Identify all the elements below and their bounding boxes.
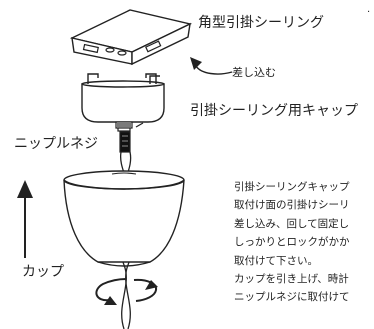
cup-illustration bbox=[63, 170, 185, 267]
instruction-line: 取付け面の引掛けシーリ bbox=[234, 199, 350, 212]
instructions-text: 引掛シーリングキャップ 取付け面の引掛けシーリ 差し込み、回して固定し しっかり… bbox=[234, 178, 374, 307]
cup-label: カップ bbox=[22, 264, 64, 280]
cap-illustration bbox=[81, 73, 165, 123]
instruction-line: 引掛シーリングキャップ bbox=[234, 181, 350, 193]
instruction-line: カップを引き上げ、時計 bbox=[234, 273, 349, 286]
nipple-screw-label: ニップルネジ bbox=[14, 136, 98, 152]
nipple-screw-illustration bbox=[115, 121, 144, 153]
rotate-arrows bbox=[95, 278, 158, 305]
cap-label: 引掛シーリング用キャップ bbox=[190, 103, 358, 119]
insert-arrow bbox=[190, 57, 233, 75]
instruction-line: ニップルネジに取付けて bbox=[234, 291, 350, 304]
lift-up-arrow bbox=[17, 180, 33, 258]
instruction-line: しっかりとロックがかか bbox=[234, 236, 350, 249]
ceiling-fitting-illustration bbox=[69, 9, 193, 66]
insert-label: 差し込む bbox=[232, 66, 276, 79]
instruction-line: 差し込み、回して固定し bbox=[234, 217, 350, 230]
instruction-line: 取付けて下さい。 bbox=[234, 254, 318, 267]
ceiling-fitting-label: 角型引掛シーリング bbox=[198, 15, 324, 31]
corner-mark: · bbox=[367, 7, 371, 18]
